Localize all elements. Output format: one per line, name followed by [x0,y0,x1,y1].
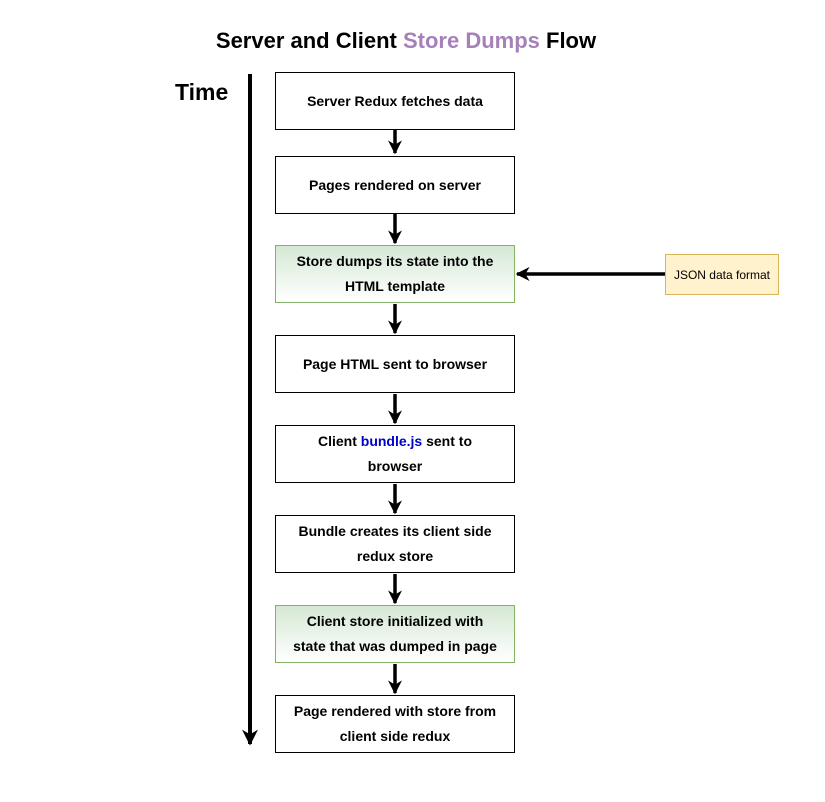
step-label: Page rendered with store from client sid… [293,703,497,744]
step-label: Store dumps its state into the HTML temp… [296,253,494,294]
title-part-1: Server and Client [215,28,403,53]
bundle-js-highlight: bundle.js [360,433,423,449]
step-page-rendered-client[interactable]: Page rendered with store from client sid… [275,695,515,753]
title-part-2: Flow [539,28,597,53]
step-page-html-sent[interactable]: Page HTML sent to browser [275,335,515,393]
diagram-title: Server and Client Store Dumps Flow [0,26,812,56]
step-label: Client store initialized with state that… [293,613,497,654]
step-server-redux-fetches-data[interactable]: Server Redux fetches data [275,72,515,130]
json-data-format-note[interactable]: JSON data format [665,254,779,295]
step-client-store-initialized[interactable]: Client store initialized with state that… [275,605,515,663]
step-label: Page HTML sent to browser [302,355,488,372]
step-bundle-creates-store[interactable]: Bundle creates its client side redux sto… [275,515,515,573]
title-accent: Store Dumps [402,28,540,53]
step-label: Server Redux fetches data [307,92,483,109]
step-label: Pages rendered on server [309,176,481,193]
step-label: Client bundle.js sent to browser [290,429,500,479]
step-client-bundle-sent[interactable]: Client bundle.js sent to browser [275,425,515,483]
step-store-dumps-state[interactable]: Store dumps its state into the HTML temp… [275,245,515,303]
step-label: Bundle creates its client side redux sto… [298,523,492,564]
step-label-prefix: Client [317,433,361,449]
step-label-suffix: sent to browser [367,433,472,474]
time-label: Time [175,79,229,105]
note-label: JSON data format [673,267,771,282]
step-pages-rendered-on-server[interactable]: Pages rendered on server [275,156,515,214]
